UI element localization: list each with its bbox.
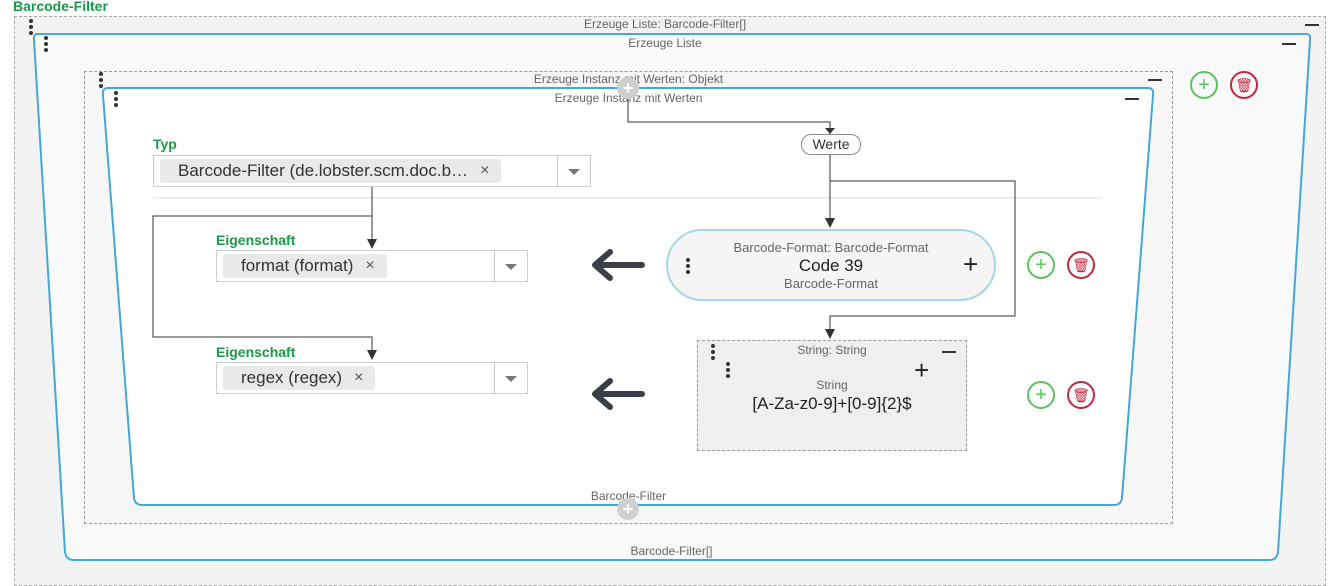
arrow-left-icon	[592, 378, 645, 410]
type-chip: Barcode-Filter (de.lobster.scm.doc.b… ×	[160, 159, 502, 183]
barcode-format-menu-icon[interactable]	[686, 258, 690, 276]
property-select-regex[interactable]: regex (regex) ×	[216, 362, 528, 394]
property-select-format[interactable]: format (format) ×	[216, 250, 528, 282]
instance-inner-collapse-icon[interactable]	[1125, 98, 1139, 100]
string-plus-icon[interactable]: +	[914, 355, 930, 385]
property-chip-format: format (format) ×	[223, 254, 387, 278]
clear-regex-icon[interactable]: ×	[354, 369, 364, 386]
type-value: Barcode-Filter (de.lobster.scm.doc.b…	[178, 161, 469, 180]
outer-list-label: Erzeuge Liste: Barcode-Filter[]	[583, 17, 747, 31]
string-menu-icon[interactable]	[726, 362, 730, 380]
chevron-down-icon[interactable]	[568, 169, 580, 175]
clear-format-icon[interactable]: ×	[365, 257, 375, 274]
string-value[interactable]: [A-Za-z0-9]+[0-9]{2}$	[752, 394, 912, 413]
instance-menu-icon[interactable]	[99, 72, 103, 90]
property-chip-regex: regex (regex) ×	[223, 366, 376, 390]
add-icon: +	[1198, 73, 1210, 96]
delete-format-button[interactable]: 🗑	[1067, 251, 1095, 279]
instance-inner-menu-icon[interactable]	[114, 91, 118, 109]
string-header: String: String	[797, 343, 867, 357]
list-collapse-icon[interactable]	[1282, 43, 1296, 45]
delete-list-item-button[interactable]: 🗑	[1230, 71, 1258, 99]
trash-icon: 🗑	[1072, 386, 1090, 403]
barcode-format-header: Barcode-Format: Barcode-Format	[733, 240, 929, 255]
outer-collapse-icon[interactable]	[1305, 24, 1319, 26]
string-type-label: String	[816, 378, 848, 392]
string-collapse-icon[interactable]	[942, 351, 956, 353]
werte-node[interactable]: Werte	[801, 134, 861, 155]
list-bottom-label: Barcode-Filter[]	[630, 544, 713, 558]
barcode-format-footer: Barcode-Format	[784, 276, 878, 291]
instance-collapse-icon[interactable]	[1148, 79, 1162, 81]
instance-bottom-label: Barcode-Filter	[590, 489, 667, 503]
chevron-down-icon[interactable]	[505, 376, 517, 382]
add-regex-button[interactable]: +	[1027, 381, 1055, 409]
string-outer-menu-icon[interactable]	[711, 344, 715, 362]
instance-frame	[101, 87, 1155, 506]
property-value-regex: regex (regex)	[241, 368, 343, 387]
property-value-format: format (format)	[241, 256, 354, 275]
property-label-format: Eigenschaft	[216, 232, 296, 248]
trash-icon: 🗑	[1235, 76, 1253, 93]
type-label: Typ	[153, 136, 177, 152]
gray-plus-icon: +	[622, 499, 634, 519]
add-icon: +	[1035, 383, 1047, 406]
add-list-item-button[interactable]: +	[1190, 71, 1218, 99]
clear-type-icon[interactable]: ×	[480, 162, 490, 179]
delete-regex-button[interactable]: 🗑	[1067, 381, 1095, 409]
trash-icon: 🗑	[1072, 256, 1090, 273]
add-top-connection-icon[interactable]: +	[617, 77, 639, 99]
barcode-format-plus-icon[interactable]: +	[963, 249, 979, 279]
page-title: Barcode-Filter	[13, 0, 108, 14]
chevron-down-icon[interactable]	[505, 264, 517, 270]
outer-menu-icon[interactable]	[29, 19, 33, 37]
list-menu-icon[interactable]	[44, 36, 48, 54]
add-format-button[interactable]: +	[1027, 251, 1055, 279]
string-container	[697, 340, 967, 451]
barcode-format-value: Code 39	[798, 256, 864, 275]
add-bottom-connection-icon[interactable]: +	[617, 498, 639, 520]
list-inner-label: Erzeuge Liste	[628, 36, 702, 50]
add-icon: +	[1035, 253, 1047, 276]
gray-plus-icon: +	[622, 78, 634, 98]
barcode-format-node[interactable]	[666, 229, 996, 301]
type-select[interactable]: Barcode-Filter (de.lobster.scm.doc.b… ×	[153, 155, 591, 187]
property-label-regex: Eigenschaft	[216, 344, 296, 360]
arrow-left-icon	[592, 249, 645, 281]
